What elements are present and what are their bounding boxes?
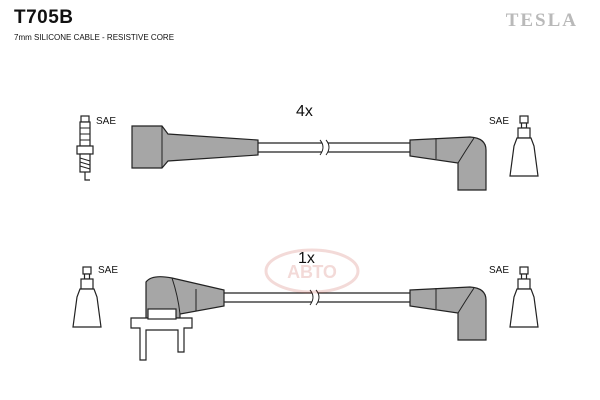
terminal-bottom-left: [72, 266, 102, 328]
top-lead-quantity: 4x: [296, 103, 313, 120]
cable-top: [258, 139, 410, 156]
cable-bottom: [224, 289, 410, 306]
brand-logo: TESLA: [505, 10, 578, 31]
bottom-right-terminal-label: SAE: [489, 265, 510, 276]
spark-plug-icon: [76, 115, 94, 181]
top-left-terminal-label: SAE: [96, 116, 117, 127]
angled-boot-with-clip: [130, 276, 225, 361]
cable-spec: 7mm SILICONE CABLE - RESISTIVE CORE: [14, 33, 175, 42]
watermark-logo: АВТО: [264, 248, 360, 294]
part-code: T705B: [14, 7, 74, 28]
top-right-terminal-label: SAE: [489, 116, 510, 127]
angled-boot-top-right: [409, 136, 487, 191]
terminal-bottom-right: [509, 266, 539, 328]
bottom-left-terminal-label: SAE: [98, 265, 119, 276]
terminal-top-right: [509, 115, 539, 177]
straight-boot: [131, 125, 259, 169]
angled-boot-bottom-right: [409, 286, 487, 341]
svg-text:АВТО: АВТО: [287, 262, 337, 282]
bottom-lead-quantity: 1x: [298, 250, 315, 267]
